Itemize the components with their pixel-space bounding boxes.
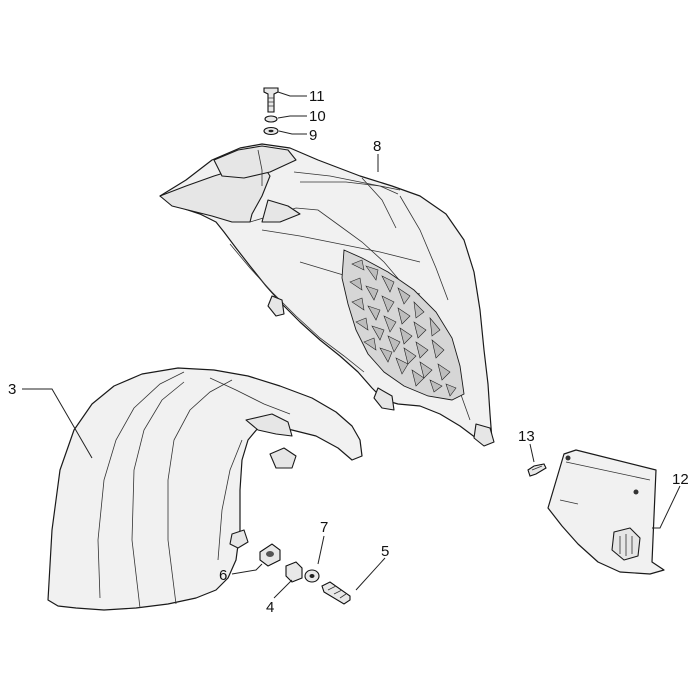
callout-9: 9 bbox=[309, 127, 317, 144]
front-shield-part bbox=[159, 143, 495, 447]
callout-8: 8 bbox=[373, 138, 381, 155]
callout-7: 7 bbox=[320, 519, 328, 536]
callout-3: 3 bbox=[8, 381, 16, 398]
callout-12: 12 bbox=[672, 471, 689, 488]
screw-and-washers bbox=[263, 87, 279, 136]
callout-labels: 11 10 9 8 3 13 12 7 5 6 4 bbox=[8, 88, 689, 616]
grille-cells bbox=[349, 259, 457, 397]
lower-cover-plate-part bbox=[527, 449, 665, 575]
callout-6: 6 bbox=[219, 567, 227, 584]
leader-lines bbox=[22, 91, 681, 599]
callout-10: 10 bbox=[309, 108, 326, 125]
callout-13: 13 bbox=[518, 428, 535, 445]
mudguard-hardware bbox=[259, 543, 351, 605]
front-mudguard-part bbox=[47, 367, 363, 611]
callout-4: 4 bbox=[266, 599, 274, 616]
callout-11: 11 bbox=[309, 88, 325, 105]
callout-5: 5 bbox=[381, 543, 389, 560]
